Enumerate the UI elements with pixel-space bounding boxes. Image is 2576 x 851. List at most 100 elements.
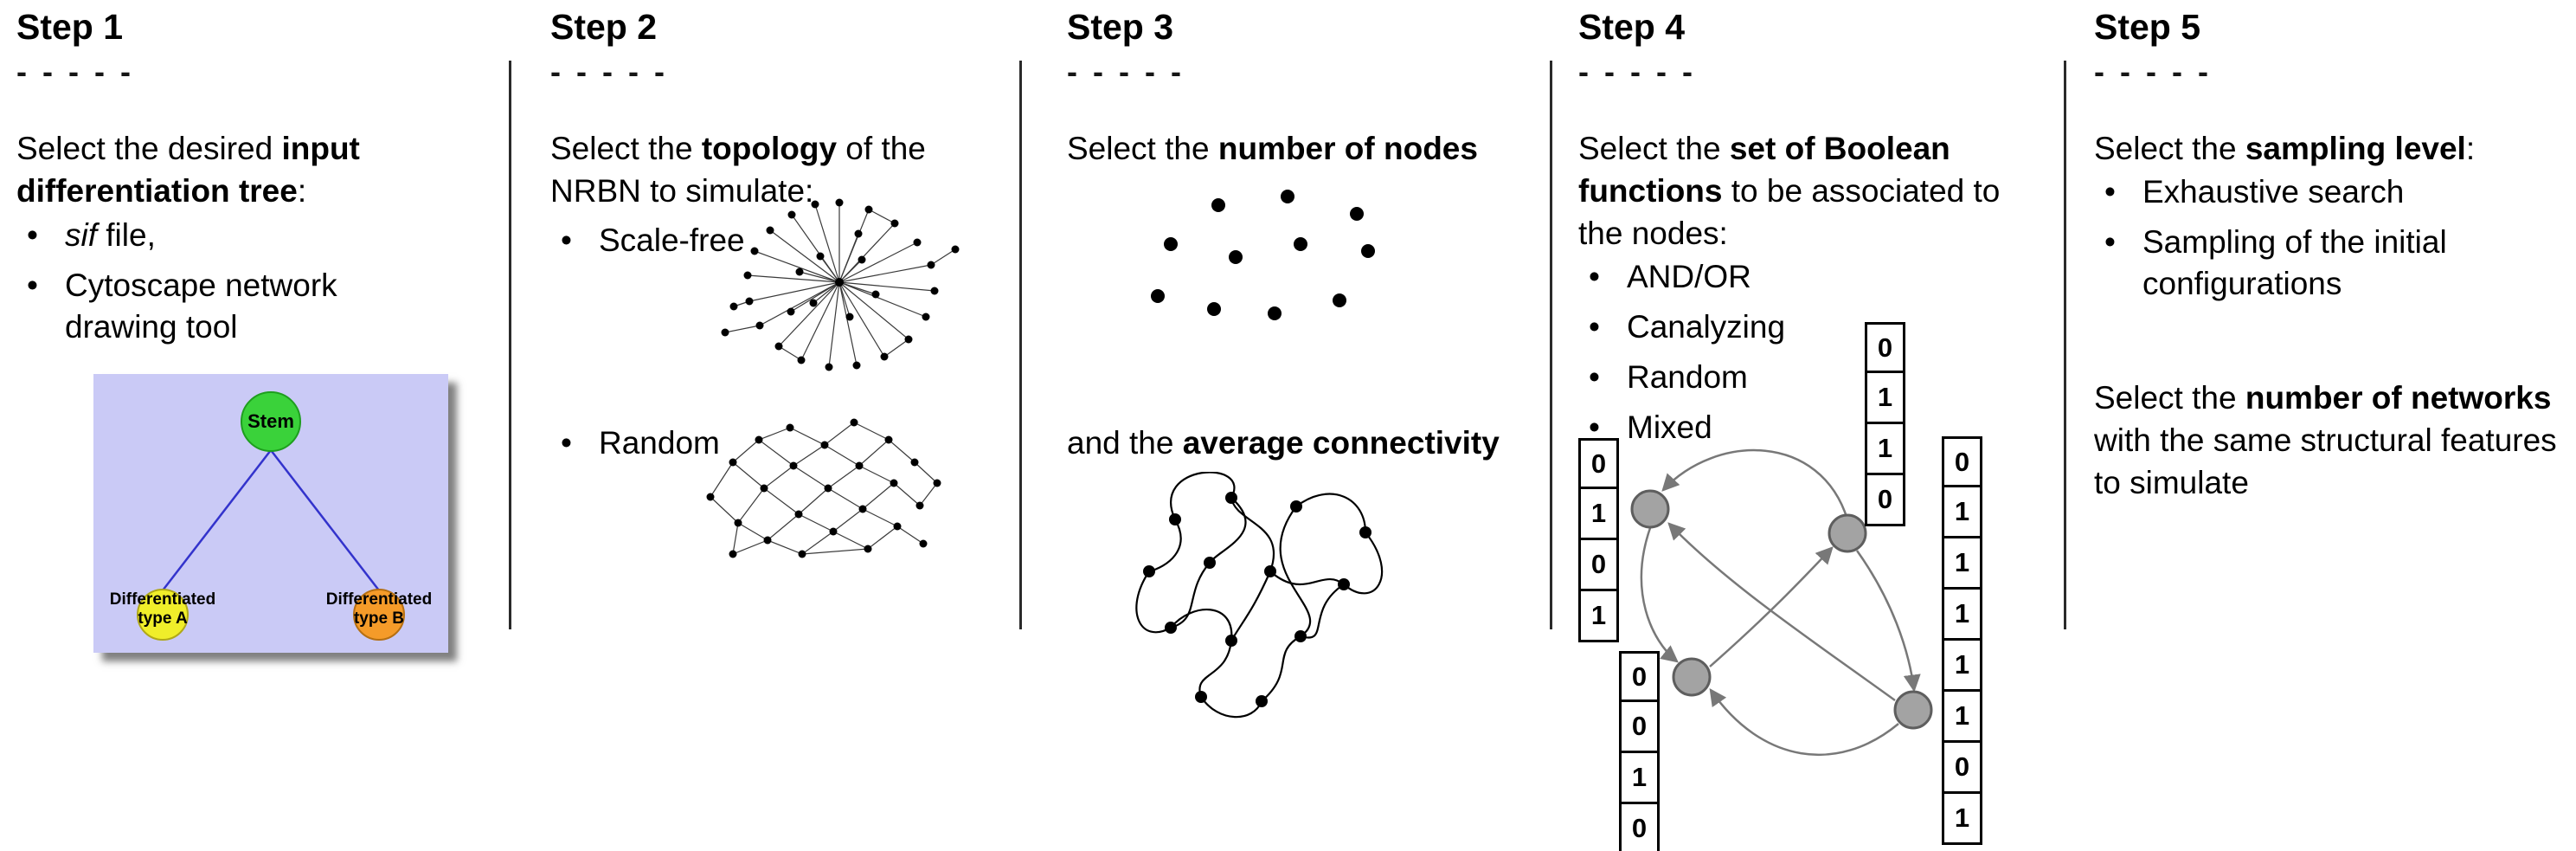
truth-table-cell: 1 — [1942, 794, 1982, 845]
boolean-network-edges — [1640, 448, 1921, 757]
truth-table-cell: 1 — [1942, 641, 1982, 692]
step2-intro-post: of the NRBN to simulate: — [550, 131, 926, 209]
truth-table-cell: 0 — [1942, 743, 1982, 794]
step4-bullet-random: Random — [1578, 357, 1864, 398]
truth-table-cell: 1 — [1942, 487, 1982, 538]
step4-column: Step 4 - - - - - Select the set of Boole… — [1578, 0, 2050, 851]
step1-title: Step 1 — [16, 7, 124, 47]
step4-title: Step 4 — [1578, 7, 1686, 47]
step1-intro: Select the desired input differentiation… — [16, 128, 475, 213]
step3-intro-bold: number of nodes — [1217, 131, 1478, 166]
truth-table-cell: 0 — [1942, 436, 1982, 487]
step4-bullet-andor-text: AND/OR — [1627, 259, 1751, 294]
tangled-nodes — [1143, 492, 1372, 707]
step3-connectivity-text: and the average connectivity — [1067, 422, 1539, 465]
step5-bullet-sampling: Sampling of the initial configurations — [2094, 222, 2501, 305]
step4-bullet-mixed-text: Mixed — [1627, 409, 1712, 446]
truth-table-top: 0 1 1 0 — [1865, 322, 1905, 526]
differentiation-tree-graphic — [137, 391, 405, 641]
step2-bullet-scalefree-list: Scale-free — [550, 220, 749, 270]
step1-bullet-cytoscape-text: Cytoscape network drawing tool — [65, 268, 337, 345]
step1-bullet-sif: sif file, — [16, 215, 380, 256]
truth-table-cell: 0 — [1865, 475, 1905, 526]
differentiated-type-b-label: Differentiated type B — [325, 590, 433, 628]
differentiation-tree-image: Stem Differentiated type A Differentiate… — [93, 374, 448, 653]
step3-intro-pre: Select the — [1067, 131, 1218, 166]
step1-intro-bold: input differentiation tree — [16, 131, 360, 209]
step1-intro-pre: Select the desired — [16, 131, 282, 166]
step1-bullet-cytoscape: Cytoscape network drawing tool — [16, 265, 380, 348]
scale-free-edges — [724, 203, 956, 368]
step5-bullets: Exhaustive search Sampling of the initia… — [2094, 171, 2501, 313]
truth-table-cell: 0 — [1619, 651, 1660, 702]
step2-bullet-scalefree: Scale-free — [550, 220, 749, 261]
tangled-network-graphic — [1135, 472, 1384, 719]
step2-intro: Select the topology of the NRBN to simul… — [550, 128, 974, 213]
truth-table-cell: 1 — [1619, 753, 1660, 804]
truth-table-left: 0 1 0 1 — [1578, 438, 1619, 642]
step1-bullet-sif-italic: sif — [65, 217, 97, 253]
step2-dashes: - - - - - — [550, 54, 668, 89]
random-network-graphic — [706, 418, 941, 558]
step4-intro-pre: Select the — [1578, 131, 1730, 166]
step4-intro-bold: set of Boolean functions — [1578, 131, 1950, 209]
step2-bullet-scalefree-text: Scale-free — [599, 222, 745, 258]
step3-column: Step 3 - - - - - Select the number of no… — [1067, 0, 1539, 851]
step5-networks-text: Select the number of networks with the s… — [2094, 377, 2561, 504]
step5-column: Step 5 - - - - - Select the sampling lev… — [2094, 0, 2566, 851]
step5-intro: Select the sampling level: — [2094, 128, 2566, 171]
step2-bullet-random: Random — [550, 422, 749, 464]
truth-table-cell: 0 — [1619, 702, 1660, 753]
step4-intro: Select the set of Boolean functions to b… — [1578, 128, 2028, 255]
boolean-network-diagram: 0 1 0 1 0 1 1 0 0 0 1 0 0 1 1 1 — [1578, 322, 1994, 851]
step5-intro-pre: Select the — [2094, 131, 2245, 166]
step4-bullet-canalyzing: Canalyzing — [1578, 306, 1864, 348]
truth-table-cell: 1 — [1942, 538, 1982, 590]
step2-intro-bold: topology — [701, 131, 838, 166]
step5-networks-bold: number of networks — [2245, 380, 2552, 416]
step1-intro-post: : — [297, 172, 307, 209]
step5-bullet-exhaustive: Exhaustive search — [2094, 171, 2501, 213]
truth-table-cell: 0 — [1865, 322, 1905, 373]
step5-bullet-sampling-text: Sampling of the initial configurations — [2142, 224, 2447, 302]
step3-dashes: - - - - - — [1067, 54, 1185, 89]
truth-table-cell: 1 — [1942, 590, 1982, 641]
step3-connectivity-pre: and the — [1067, 425, 1183, 461]
step5-intro-bold: sampling level — [2245, 131, 2466, 166]
truth-table-cell: 1 — [1865, 424, 1905, 475]
random-nodes — [706, 418, 941, 558]
step5-networks-pre: Select the — [2094, 380, 2245, 416]
step1-dashes: - - - - - — [16, 54, 134, 89]
random-edges — [710, 422, 938, 555]
step3-intro: Select the number of nodes — [1067, 128, 1539, 171]
step4-bullet-random-text: Random — [1627, 359, 1748, 396]
truth-table-cell: 0 — [1578, 540, 1619, 591]
stem-node-label: Stem — [247, 410, 294, 432]
step1-bullets: sif file, Cytoscape network drawing tool — [16, 215, 380, 357]
step2-intro-pre: Select the — [550, 131, 702, 166]
step4-bullets: AND/OR Canalyzing Random Mixed — [1578, 256, 1864, 457]
column-divider-4 — [2064, 61, 2066, 629]
step3-title: Step 3 — [1067, 7, 1174, 47]
step5-networks-post: with the same structural features to sim… — [2094, 422, 2557, 500]
column-divider-3 — [1550, 61, 1552, 629]
step5-dashes: - - - - - — [2094, 54, 2212, 89]
step5-bullet-exhaustive-text: Exhaustive search — [2142, 174, 2405, 210]
step4-intro-post: to be associated to the nodes: — [1578, 172, 2001, 251]
scattered-nodes-graphic — [1151, 190, 1375, 320]
step1-bullet-sif-rest: file, — [97, 217, 156, 253]
differentiated-type-a-label: Differentiated type A — [109, 590, 216, 628]
step1-column: Step 1 - - - - - Select the desired inpu… — [16, 0, 501, 851]
step4-dashes: - - - - - — [1578, 54, 1696, 89]
scale-free-network-graphic — [721, 198, 960, 371]
boolean-network-graphic — [1630, 448, 1933, 757]
truth-table-bottom: 0 0 1 0 — [1619, 651, 1660, 851]
scale-free-nodes — [721, 198, 960, 371]
truth-table-cell: 0 — [1619, 804, 1660, 851]
step4-bullet-mixed: Mixed — [1578, 407, 1864, 448]
column-divider-2 — [1019, 61, 1022, 629]
truth-table-cell: 0 — [1578, 438, 1619, 489]
step5-title: Step 5 — [2094, 7, 2201, 47]
scattered-nodes — [1151, 190, 1375, 320]
